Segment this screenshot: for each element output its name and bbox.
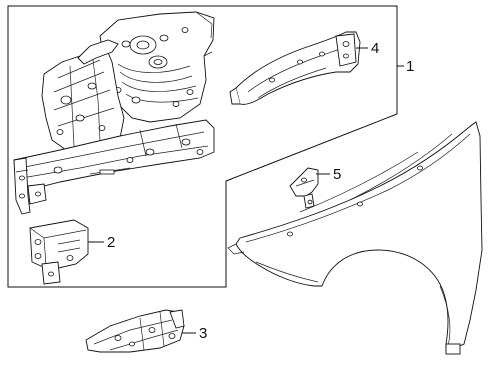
fender-panel[interactable] [227, 121, 483, 355]
part-3-rail-extension[interactable] [85, 309, 185, 353]
callout-4[interactable]: 4 [356, 40, 379, 57]
part-5-bracket[interactable] [289, 167, 319, 209]
part-2-bracket[interactable] [29, 219, 89, 285]
apron-assembly[interactable] [13, 11, 215, 215]
callout-2-label: 2 [107, 234, 115, 251]
callout-1[interactable]: 1 [397, 58, 414, 75]
callout-5-label: 5 [333, 166, 341, 183]
callout-1-label: 1 [406, 58, 414, 75]
callout-5[interactable]: 5 [316, 166, 341, 183]
callout-3[interactable]: 3 [182, 325, 207, 342]
callout-4-label: 4 [371, 40, 379, 57]
assembly-frame [7, 5, 398, 288]
callout-3-label: 3 [199, 325, 207, 342]
part-4-wheelhouse[interactable] [229, 31, 361, 105]
callout-2[interactable]: 2 [88, 234, 115, 251]
